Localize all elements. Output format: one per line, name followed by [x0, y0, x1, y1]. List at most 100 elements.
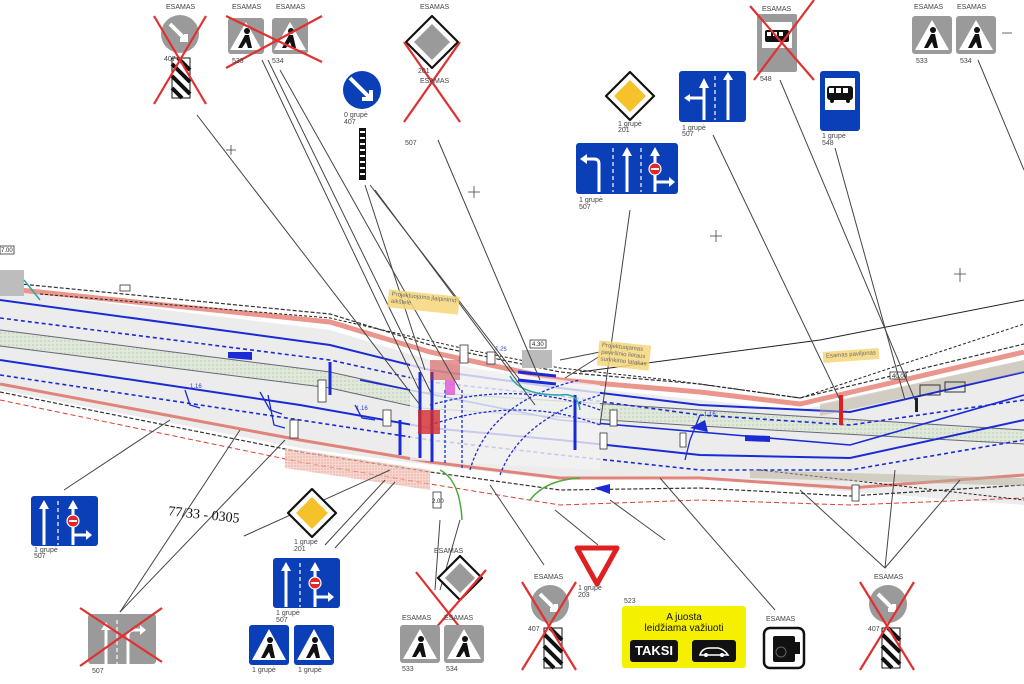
- road-corridor: 1.25 1.16 1.16 1.16 7.00 4.30 40.00 2.00: [0, 245, 1024, 521]
- sign-507-removed[interactable]: 507: [76, 600, 166, 678]
- sign-523-taxi-lane[interactable]: A juosta leidžiama važiuoti TAKSI: [622, 606, 746, 668]
- status-label: ESAMAS: [957, 4, 987, 11]
- sign-code: 534: [272, 58, 284, 65]
- sign-548-group1[interactable]: 1 grupė 548: [819, 70, 863, 150]
- sign-code: 534: [960, 58, 972, 65]
- sign-code: 507: [92, 668, 104, 675]
- priority-road-icon: [286, 487, 338, 539]
- sign-407-existing-removed[interactable]: ESAMAS 407: [150, 4, 210, 105]
- sign-201-group1[interactable]: 1 grupė 201: [602, 70, 658, 140]
- lane-direction-icon: [31, 496, 98, 546]
- sign-code: 507: [276, 617, 288, 624]
- sign-code: 548: [822, 140, 834, 147]
- lane-direction-icon: [79, 607, 163, 667]
- status-label: ESAMAS: [232, 4, 262, 11]
- lane-direction-icon: [679, 71, 746, 122]
- sign-code: 507: [34, 553, 46, 560]
- group-label: 1 grupė: [34, 547, 58, 554]
- sign-201-existing-removed[interactable]: ESAMAS 201 ESAMAS: [400, 4, 464, 123]
- bus-stop-icon: [820, 71, 860, 131]
- pedestrian-crossing-icon: [249, 625, 334, 665]
- group-label: 0 grupė: [344, 112, 368, 119]
- sign-507-lanes-4[interactable]: 1 grupė 507: [575, 142, 681, 214]
- keep-right-sign-icon: [521, 581, 577, 671]
- status-label: ESAMAS: [434, 548, 464, 555]
- status-label: ESAMAS: [166, 4, 196, 11]
- sign-407-existing-removed-right[interactable]: ESAMAS 407: [856, 574, 920, 678]
- sign-code: 407: [528, 626, 540, 633]
- sign-camera-existing[interactable]: ESAMAS: [760, 616, 810, 678]
- sign-507-lanes-2-bottom[interactable]: 1 grupė 507: [272, 557, 342, 627]
- group-label: 1 grupė: [822, 133, 846, 140]
- yield-sign-icon: [574, 545, 620, 587]
- group-label: 1 grupė: [682, 125, 706, 132]
- status-label: ESAMAS: [420, 4, 450, 11]
- sign-code: 203: [578, 592, 590, 599]
- status-label: ESAMAS: [762, 6, 792, 13]
- taxi-sign-line1: A juosta: [666, 612, 702, 623]
- car-icon: [698, 647, 730, 657]
- status-label: ESAMAS: [444, 615, 474, 622]
- status-label: ESAMAS: [766, 616, 796, 623]
- sign-507-label: 507: [405, 140, 417, 147]
- sign-pair-533-534-existing[interactable]: ESAMAS ESAMAS 533 534: [910, 4, 1000, 66]
- sign-code: 534: [446, 666, 458, 673]
- speed-camera-icon: [762, 626, 806, 670]
- svg-text:40.00: 40.00: [892, 374, 908, 380]
- sign-code: 201: [294, 546, 306, 553]
- svg-text:1.16: 1.16: [356, 406, 368, 412]
- pedestrian-crossing-icon: [912, 16, 996, 54]
- sign-507-lanes-3[interactable]: 1 grupė 507: [678, 70, 748, 140]
- pedestrian-crossing-icon: [400, 625, 484, 663]
- sign-code: 407: [868, 626, 880, 633]
- svg-text:2.00: 2.00: [432, 499, 444, 505]
- sign-pair-533-534-removed-bottom[interactable]: ESAMAS ESAMAS 533 534: [398, 615, 490, 678]
- sign-code: 548: [760, 76, 772, 83]
- sign-407-existing-removed-bottom[interactable]: ESAMAS 407: [518, 574, 582, 678]
- sign-code: 533: [402, 666, 414, 673]
- keep-right-sign-icon: [859, 581, 915, 671]
- group-label: 1 grupė: [579, 197, 603, 204]
- sign-407-group0[interactable]: 0 grupė 407: [340, 70, 385, 185]
- sign-201-group1-bottom[interactable]: 1 grupė 201: [284, 487, 340, 557]
- status-label: ESAMAS: [402, 615, 432, 622]
- svg-text:1.16: 1.16: [190, 384, 202, 390]
- priority-road-icon: [403, 14, 461, 123]
- sign-code: 507: [579, 204, 591, 211]
- sign-201-existing-removed-bottom[interactable]: ESAMAS: [412, 540, 492, 631]
- sign-code: 201: [618, 127, 630, 134]
- sign-pair-533-534-group1[interactable]: 1 grupė 1 grupė: [248, 624, 340, 678]
- group-label: 1 grupė: [276, 610, 300, 617]
- group-label: 1 grupė: [294, 539, 318, 546]
- sign-code: 533: [232, 58, 244, 65]
- status-label: ESAMAS: [420, 78, 450, 85]
- lane-direction-icon: [273, 558, 340, 608]
- svg-text:7.00: 7.00: [1, 248, 13, 254]
- sign-548-existing-removed[interactable]: ESAMAS 548: [748, 0, 818, 84]
- sign-code: 533: [916, 58, 928, 65]
- priority-road-icon: [415, 554, 487, 631]
- sign-pair-533-534-removed[interactable]: ESAMAS ESAMAS 533 534: [224, 4, 324, 69]
- sign-code: 407: [344, 119, 356, 126]
- car-badge: [692, 640, 736, 662]
- group-label: 1 grupė: [578, 585, 602, 592]
- sign-code: 507: [682, 131, 694, 138]
- status-label: ESAMAS: [874, 574, 904, 581]
- svg-text:1.16: 1.16: [704, 412, 716, 418]
- sign-code: 201: [418, 68, 430, 75]
- keep-right-sign-icon: [153, 15, 207, 105]
- status-label: ESAMAS: [534, 574, 564, 581]
- sign-203-yield[interactable]: 1 grupė 203: [574, 545, 624, 605]
- status-label: ESAMAS: [914, 4, 944, 11]
- sign-507-lanes-2-left[interactable]: 1 grupė 507: [30, 495, 100, 565]
- priority-road-icon: [604, 70, 656, 122]
- taxi-badge: TAKSI: [630, 640, 678, 662]
- pedestrian-crossing-icon: [225, 15, 323, 69]
- bus-stop-icon: [749, 0, 815, 81]
- leader-lines: [63, 59, 1024, 613]
- svg-text:1.25: 1.25: [495, 346, 508, 353]
- taxi-sign-code: 523: [624, 598, 636, 605]
- taxi-sign-line2: leidžiama važiuoti: [644, 623, 724, 634]
- sign-code: 407: [164, 56, 176, 63]
